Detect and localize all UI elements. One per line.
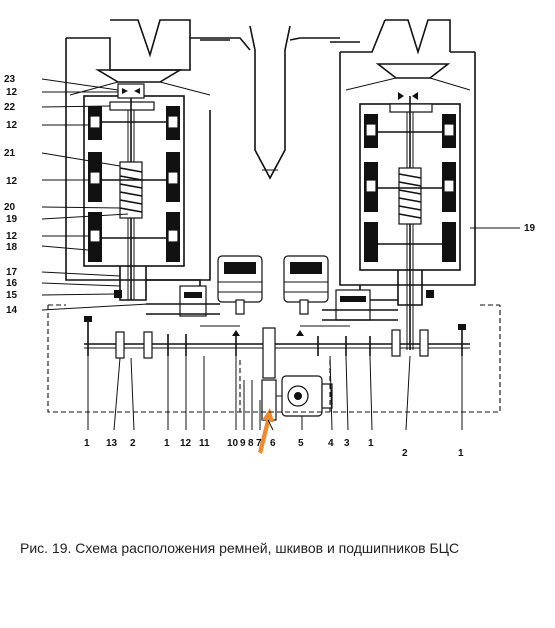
label-b-10: 10	[227, 438, 239, 449]
label-b-2: 2	[130, 438, 136, 449]
label-18: 18	[6, 242, 18, 253]
left-labels: 23 12 22 12 21 12 20 19 12 18 17 16 15 1…	[4, 74, 18, 316]
label-12-d: 12	[6, 231, 18, 242]
label-b-11: 11	[199, 438, 210, 449]
right-centrifuge-unit	[289, 19, 476, 350]
label-14: 14	[6, 305, 18, 316]
orange-arrow-icon	[258, 408, 274, 454]
label-23: 23	[4, 74, 16, 85]
center-chute	[249, 25, 291, 180]
label-21: 21	[4, 148, 16, 159]
lower-transmission	[84, 316, 470, 421]
label-b-9: 9	[240, 438, 246, 449]
label-b-12: 12	[180, 438, 192, 449]
label-b-6: 6	[270, 438, 276, 449]
label-b-1-4: 1	[458, 448, 464, 459]
label-19: 19	[6, 214, 18, 225]
bottom-leaders	[87, 355, 463, 431]
bottom-labels: 1 13 2 1 12 11 10 9 8 7 6 5 4 3 1 2 1	[84, 438, 464, 459]
label-16: 16	[6, 278, 18, 289]
label-b-8: 8	[248, 438, 254, 449]
left-centrifuge-unit	[65, 19, 251, 301]
label-b-1: 1	[84, 438, 90, 449]
label-b-1-3: 1	[368, 438, 374, 449]
label-b-2-2: 2	[402, 448, 408, 459]
drive-motor-left	[217, 255, 263, 315]
label-b-4: 4	[328, 438, 334, 449]
left-leaders	[41, 78, 520, 311]
label-12-a: 12	[6, 87, 18, 98]
label-b-5: 5	[298, 438, 304, 449]
label-19-right: 19	[524, 223, 536, 234]
label-22: 22	[4, 102, 16, 113]
label-15: 15	[6, 290, 18, 301]
belt-drive-top	[146, 285, 398, 327]
motor-5	[276, 375, 333, 417]
label-12-c: 12	[6, 176, 18, 187]
label-b-7: 7	[256, 438, 262, 449]
label-b-1-2: 1	[164, 438, 170, 449]
label-b-13: 13	[106, 438, 118, 449]
label-12-b: 12	[6, 120, 18, 131]
label-20: 20	[4, 202, 16, 213]
label-b-3: 3	[344, 438, 350, 449]
figure-caption: Рис. 19. Схема расположения ремней, шкив…	[20, 540, 460, 556]
drive-motor-right	[283, 255, 329, 315]
label-17: 17	[6, 267, 18, 278]
